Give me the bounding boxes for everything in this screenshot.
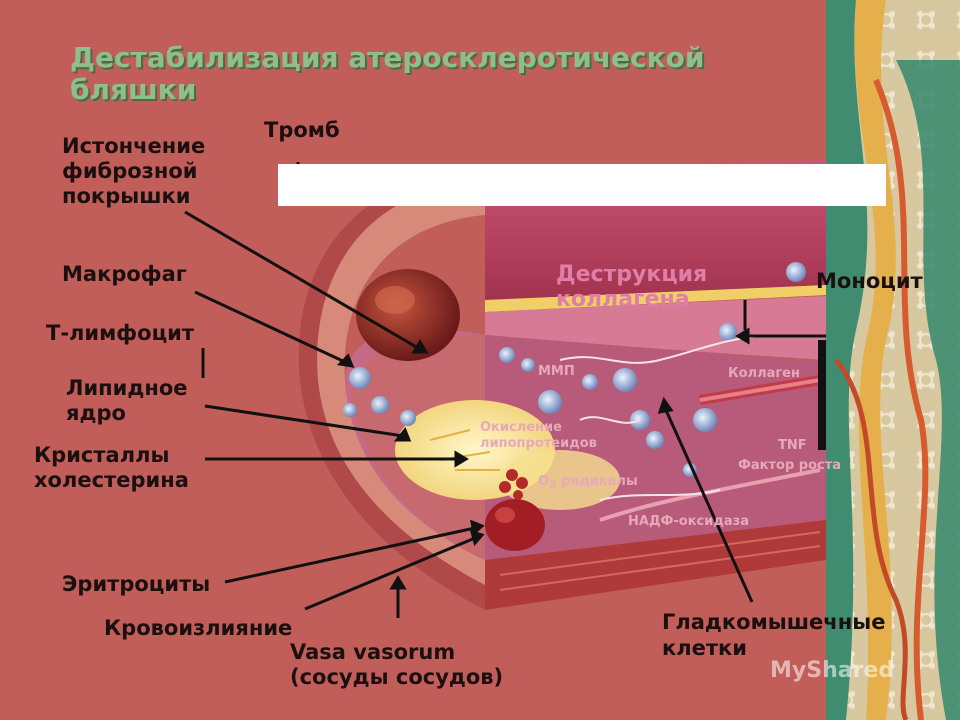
macrophage-line bbox=[194, 290, 346, 364]
label-t-lymphocyte: Т-лимфоцит bbox=[46, 321, 195, 345]
label-fibrous-cap-2: фиброзной bbox=[62, 159, 198, 183]
thrombus-white-band bbox=[278, 164, 886, 206]
label-lipid-core-2: ядро bbox=[66, 401, 126, 425]
label-collagen-destruction-1: Деструкция bbox=[556, 262, 708, 287]
thrombus bbox=[356, 269, 460, 361]
erythrocytes-line bbox=[224, 526, 476, 584]
label-mmp: ММП bbox=[538, 364, 575, 379]
label-vasa-vasorum-2: (сосуды сосудов) bbox=[290, 665, 504, 689]
label-cholesterol-1: Кристаллы bbox=[34, 443, 170, 467]
label-collagen-destruction-2: коллагена bbox=[556, 287, 690, 312]
erythrocytes-cluster bbox=[499, 469, 528, 500]
watermark: MyShared bbox=[770, 658, 895, 683]
label-tnf: TNF bbox=[778, 438, 807, 453]
hemorrhage bbox=[485, 499, 545, 551]
slide-title: Дестабилизация атеросклеротической бляшк… bbox=[70, 41, 705, 106]
vessel-lumen bbox=[485, 296, 826, 360]
label-oxidation-1: Окисление bbox=[480, 420, 562, 435]
label-radicals-sub: 2 bbox=[549, 478, 557, 492]
label-smooth-muscle-1: Гладкомышечные bbox=[662, 610, 886, 634]
fibrous-cap-line bbox=[184, 210, 419, 350]
label-thrombus: Тромб bbox=[264, 118, 340, 142]
label-erythrocytes: Эритроциты bbox=[62, 572, 211, 596]
label-monocyte: Моноцит bbox=[816, 269, 923, 293]
lipid-core-line bbox=[204, 404, 404, 438]
label-fibrous-cap-3: покрышки bbox=[62, 184, 191, 208]
label-vasa-vasorum-1: Vasa vasorum bbox=[290, 640, 456, 664]
label-lipid-core-1: Липидное bbox=[66, 376, 188, 400]
label-hemorrhage: Кровоизлияние bbox=[104, 616, 293, 640]
label-nadph: НАДФ-оксидаза bbox=[628, 514, 749, 529]
label-oxidation-2: липопротеидов bbox=[480, 436, 597, 451]
immune-cells bbox=[343, 262, 806, 477]
smooth-muscle-line bbox=[663, 407, 754, 603]
label-macrophage: Макрофаг bbox=[62, 262, 187, 286]
label-radicals-o: O bbox=[538, 474, 550, 489]
decorative-border bbox=[826, 0, 960, 720]
label-fibrous-cap-1: Истончение bbox=[62, 134, 206, 158]
label-collagen: Коллаген bbox=[728, 366, 800, 381]
label-radicals-rest: радикалы bbox=[556, 474, 638, 489]
label-cholesterol-2: холестерина bbox=[34, 468, 189, 492]
label-growth-factor: Фактор роста bbox=[738, 458, 842, 473]
label-smooth-muscle-2: клетки bbox=[662, 636, 748, 660]
label-radicals: O2 радикалы bbox=[538, 474, 638, 492]
hemorrhage-line bbox=[304, 536, 476, 611]
